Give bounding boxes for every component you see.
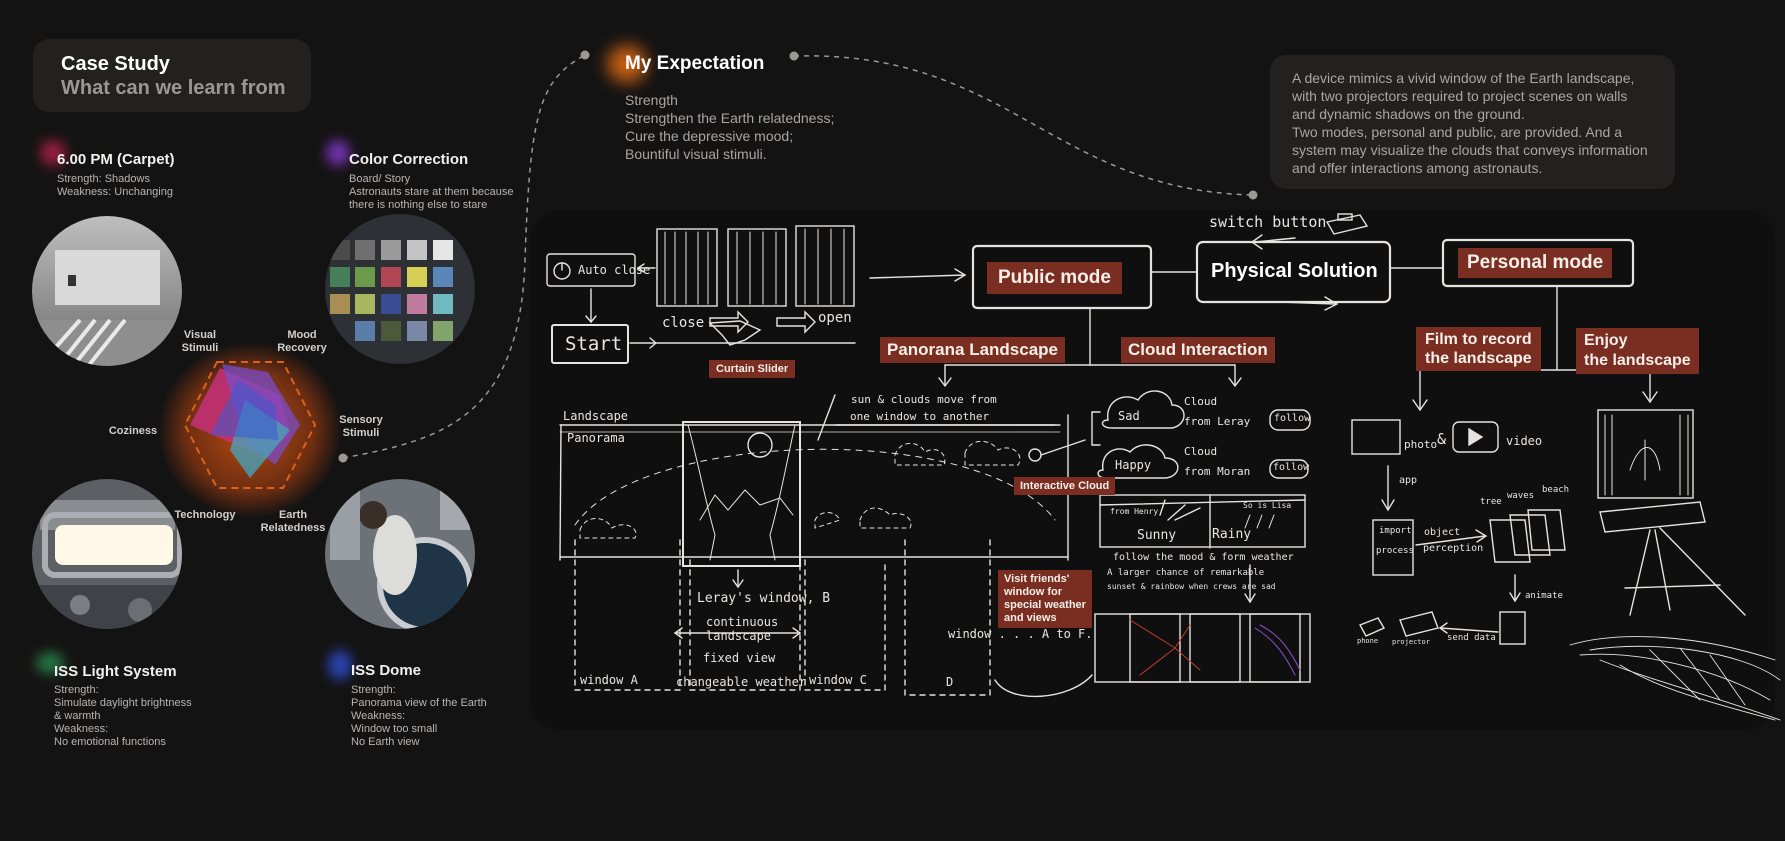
case-photos [32,214,475,629]
case-study-header: Case Study What can we learn from [33,39,311,112]
window-d-label: D [946,675,954,689]
from-henry-label: from Henry [1110,507,1159,516]
case-desc-carpet: Strength: Shadows Weakness: Unchanging [57,173,173,198]
case-accent-dot [326,140,350,166]
panorama-landscape-tag: Panorana Landscape [880,337,1066,363]
expectation-title: My Expectation [625,53,765,74]
case-accent-dot [36,652,64,674]
window-a-label: window A [580,673,638,687]
description-text: A device mimics a vivid window of the Ea… [1292,70,1648,176]
auto-close-label: Auto close [578,263,651,277]
description-card: A device mimics a vivid window of the Ea… [1270,55,1675,189]
phone-label: phone [1357,637,1379,645]
cloud-leray-label: Cloud from Leray [1184,395,1251,428]
projector-label: projector [1392,638,1430,646]
amp-label: & [1437,430,1447,448]
panorama-label: Panorama [567,431,625,445]
public-mode-button[interactable]: Public mode [987,262,1122,294]
case-desc-iss-light: Strength: Simulate daylight brightness &… [54,684,192,748]
case-accent-dot [40,140,66,166]
animate-label: animate [1525,591,1563,601]
sad-cloud-label: Sad [1118,409,1140,423]
radar-series-blue [210,380,278,440]
sunny-label: Sunny [1137,528,1177,543]
sun-clouds-label: sun & clouds move from [851,393,997,406]
curtain-slider-tag: Curtain Slider [709,360,796,378]
personal-mode-button[interactable]: Personal mode [1458,248,1613,278]
sunset-label: sunset & rainbow when crews are sad [1107,582,1276,591]
case-title-carpet: 6.00 PM (Carpet) [57,151,175,168]
leray-window-label: Leray's window, B [697,591,831,606]
open-label: open [818,310,852,326]
case-study-title: Case Study [61,53,170,75]
film-record-tag: Film to record the landscape [1416,327,1541,371]
case-desc-iss-dome: Strength: Panorama view of the Earth Wea… [351,684,487,748]
case-title-iss-dome: ISS Dome [351,662,422,679]
changeable-weather-label: changeable weather [676,675,807,689]
app-label: app [1399,475,1418,486]
follow-button-moran[interactable]: follow [1273,462,1310,473]
continuous-label: continuous [706,615,779,629]
radar-chart [158,342,342,518]
case-title-iss-light: ISS Light System [54,663,177,680]
radar-label-coziness: Coziness [108,425,158,437]
radar-label-sensory: Sensory Stimuli [339,414,383,439]
photo-label: photo [1404,438,1438,451]
import-label: import [1379,526,1412,536]
rainy-label: Rainy [1212,527,1252,542]
switch-button-label: switch button [1209,213,1327,231]
cloud-interaction-tag: Cloud Interaction [1121,337,1275,363]
one-window-label: one window to another [850,410,990,423]
follow-mood-label: follow the mood & form weather [1113,552,1294,563]
photo-color-chart [325,214,475,364]
perception-label: perception [1423,543,1484,554]
radar-outer-hexagon [183,361,317,489]
radar-label-mood: Mood Recovery [277,329,327,354]
case-desc-color-correction: Board/ Story Astronauts stare at them be… [349,173,514,211]
interactive-cloud-tag: Interactive Cloud [1014,477,1116,495]
radar-label-earth: Earth Relatedness [260,509,326,534]
case-study-subtitle: What can we learn from [61,77,286,99]
video-label: video [1506,434,1543,448]
waves-label: waves [1507,491,1535,501]
enjoy-landscape-tag: Enjoy the landscape [1576,328,1699,374]
close-label: close [662,315,705,331]
process-label: process [1376,546,1414,556]
cloud-moran-label: Cloud from Moran [1184,445,1251,478]
fixed-view-label: fixed view [703,651,776,665]
larger-chance-label: A larger chance of remarkable [1107,568,1265,578]
expectation-body: Strength Strengthen the Earth relatednes… [625,92,835,162]
follow-button-leray[interactable]: follow [1274,413,1311,424]
window-a-to-f-label: window . . . A to F. [948,627,1093,641]
object-label: object [1424,527,1461,538]
beach-label: beach [1542,485,1570,495]
happy-cloud-label: Happy [1115,458,1152,472]
photo-iss-dome [325,479,475,629]
landscape-label: Landscape [563,409,629,423]
start-label: Start [565,333,623,355]
send-data-label: send data [1447,633,1496,643]
tree-label: tree [1480,497,1502,507]
case-title-color-correction: Color Correction [349,151,469,168]
window-c-label: window C [809,673,867,687]
photo-iss-light [32,479,182,629]
visit-friends-tag: Visit friends' window for special weathe… [998,570,1092,628]
case-accent-dot [328,650,352,680]
so-is-lisa-label: So is Lisa [1243,501,1292,510]
radar-label-technology: Technology [174,509,236,521]
landscape-small-label: landscape [706,629,772,643]
radar-label-visual: Visual Stimuli [181,329,219,354]
expectation-glow [607,45,647,83]
physical-solution-label: Physical Solution [1211,260,1378,282]
